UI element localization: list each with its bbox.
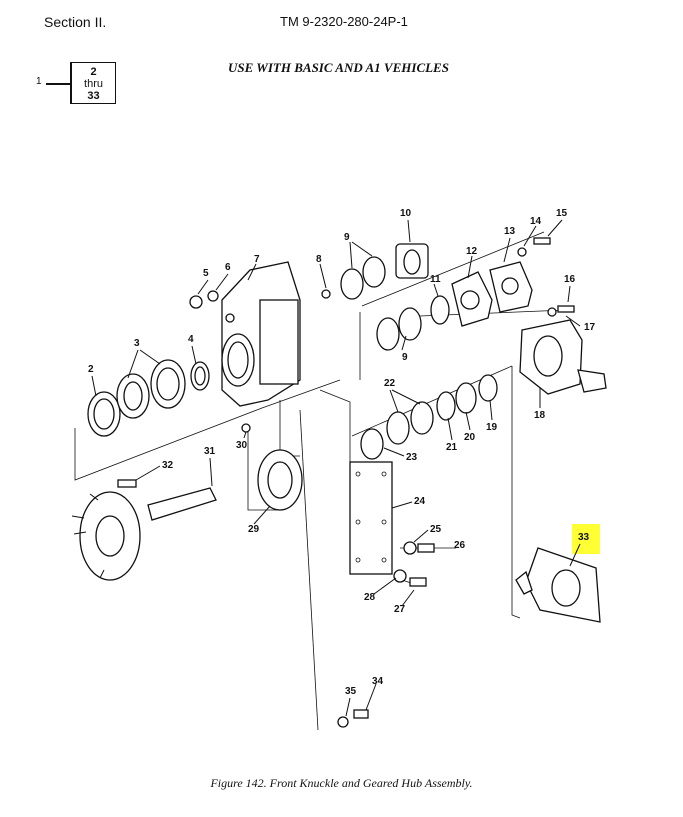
callout-6: 6 <box>225 262 231 273</box>
callout-7: 7 <box>254 254 260 265</box>
callout-20: 20 <box>464 432 476 443</box>
part-18-spindle-housing <box>519 319 607 395</box>
part-7-knuckle-housing <box>221 261 301 407</box>
part-4-ring <box>190 361 210 391</box>
callout-21: 21 <box>446 442 458 453</box>
callout-34: 34 <box>372 676 384 687</box>
callout-27: 27 <box>394 604 406 615</box>
callout-leaders <box>91 219 581 717</box>
part-11-ring <box>430 295 450 325</box>
figure-caption: Figure 142. Front Knuckle and Geared Hub… <box>210 776 473 790</box>
item-range-box: 2 thru 33 <box>70 62 116 104</box>
part-30-plug <box>241 423 251 433</box>
callout-15: 15 <box>556 208 568 219</box>
section-label: Section II. <box>44 14 107 30</box>
callout-33: 33 <box>578 532 590 543</box>
range-lead-line <box>46 83 70 85</box>
callout-24: 24 <box>414 496 426 507</box>
range-lead-number: 1 <box>36 76 42 87</box>
callout-33-highlight <box>572 524 600 554</box>
part-32-stud <box>117 479 137 488</box>
range-to: 33 <box>87 90 100 102</box>
part-2-seal <box>87 391 121 437</box>
callout-10: 10 <box>400 208 412 219</box>
part-34-screw <box>353 709 369 719</box>
part-23-seal <box>360 428 384 460</box>
callout-9-lower: 9 <box>402 352 408 363</box>
callout-17: 17 <box>584 322 596 333</box>
callout-18: 18 <box>534 410 546 421</box>
part-10-gear <box>395 243 429 279</box>
part-9-bearing-lower <box>376 307 422 351</box>
callout-26: 26 <box>454 540 466 551</box>
callout-28: 28 <box>364 592 376 603</box>
assembly-centerlines <box>74 231 567 731</box>
part-26-bolt <box>417 543 435 553</box>
callout-labels: 2 3 4 5 6 7 8 9 10 11 12 13 14 15 16 17 … <box>88 208 596 697</box>
callout-35: 35 <box>345 686 357 697</box>
callout-29: 29 <box>248 524 260 535</box>
range-from: 2 <box>90 66 97 78</box>
callout-12: 12 <box>466 246 478 257</box>
range-thru: thru <box>84 78 103 90</box>
part-8-washer <box>321 289 331 299</box>
part-14-washer <box>517 247 527 257</box>
part-24-plate <box>349 461 393 575</box>
callout-30: 30 <box>236 440 248 451</box>
part-12-gasket <box>451 271 493 327</box>
part-3-bearing-set <box>116 359 186 419</box>
callout-2: 2 <box>88 364 94 375</box>
callout-23: 23 <box>406 452 418 463</box>
tm-number: TM 9-2320-280-24P-1 <box>280 14 408 29</box>
callout-25: 25 <box>430 524 442 535</box>
vehicle-applicability-title: USE WITH BASIC AND A1 VEHICLES <box>228 60 449 75</box>
part-22-bearing-set <box>386 401 434 445</box>
callout-9-upper: 9 <box>344 232 350 243</box>
part-13-cover <box>489 261 533 313</box>
part-19-20-21-ring-set <box>436 374 498 421</box>
callout-13: 13 <box>504 226 516 237</box>
part-31-hub-and-shaft <box>71 487 217 581</box>
callout-22: 22 <box>384 378 396 389</box>
part-33-adapter-plate <box>515 547 601 623</box>
part-29-ring-gear <box>257 449 303 511</box>
part-16-bolt <box>547 305 575 317</box>
part-5-6-fitting <box>189 290 219 309</box>
callout-5: 5 <box>203 268 209 279</box>
callout-3: 3 <box>134 338 140 349</box>
part-15-bolt <box>533 237 551 245</box>
callout-11: 11 <box>430 274 441 285</box>
part-9-bearing-upper <box>340 256 386 300</box>
callout-8: 8 <box>316 254 322 265</box>
part-28-washer <box>393 569 407 583</box>
callout-31: 31 <box>204 446 216 457</box>
part-35-nut <box>337 716 349 728</box>
callout-32: 32 <box>162 460 174 471</box>
part-27-bolt <box>409 577 427 587</box>
callout-16: 16 <box>564 274 576 285</box>
callout-4: 4 <box>188 334 194 345</box>
callout-19: 19 <box>486 422 498 433</box>
part-25-washer <box>403 541 417 555</box>
callout-14: 14 <box>530 216 542 227</box>
